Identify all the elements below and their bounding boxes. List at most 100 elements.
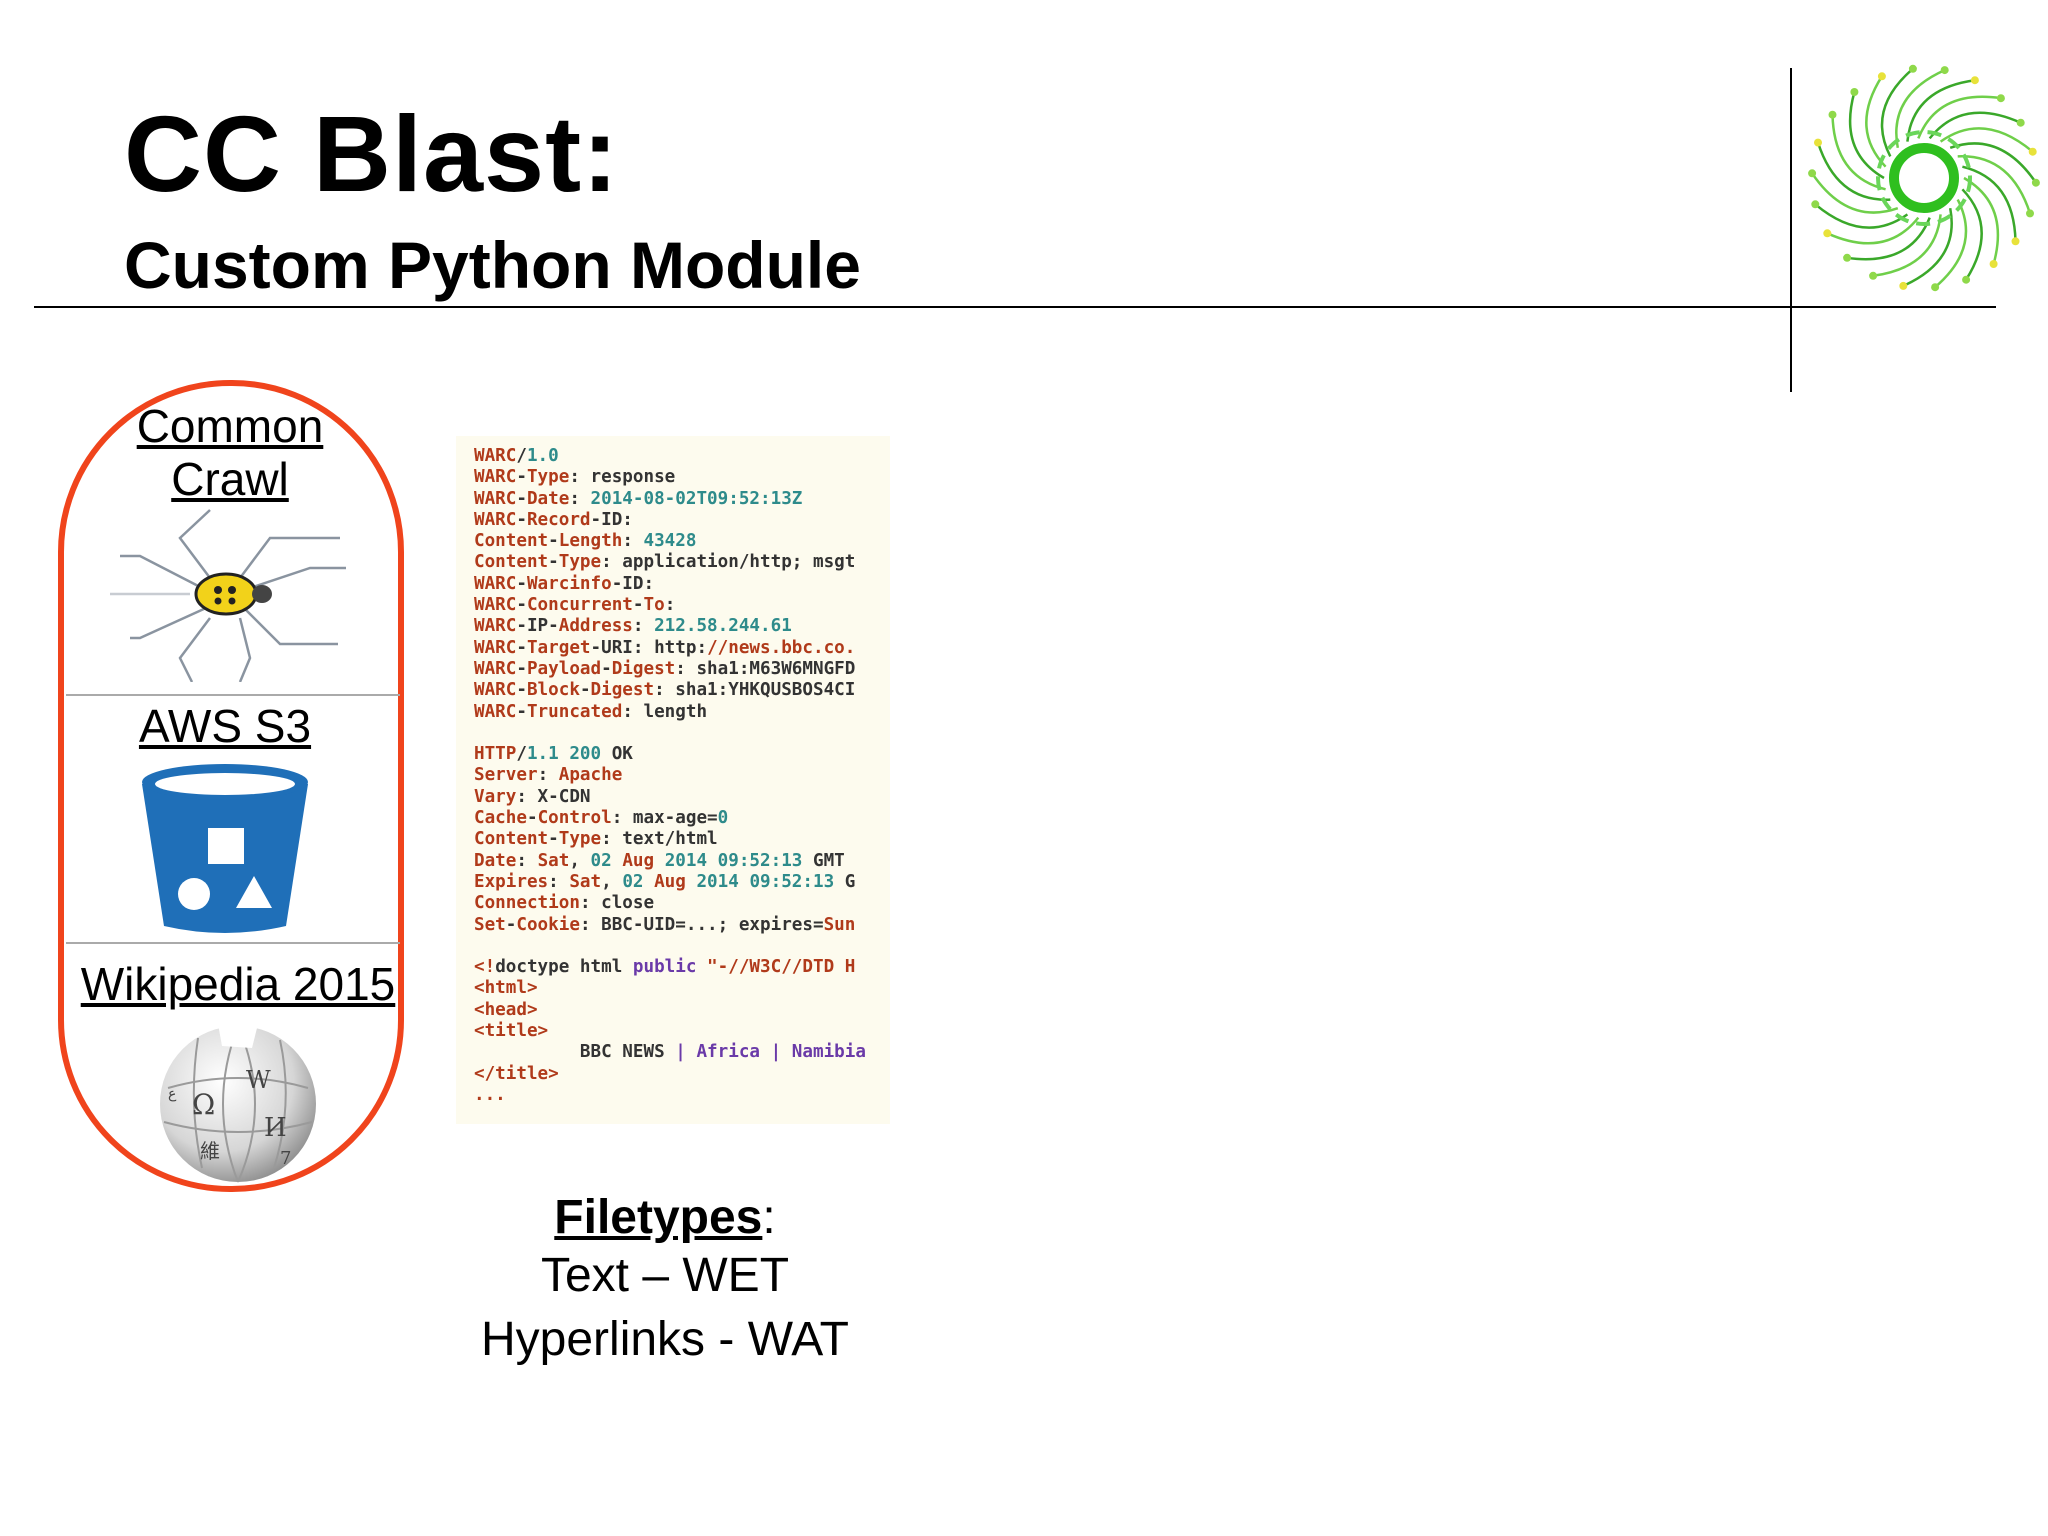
- code-token: GMT: [802, 850, 845, 871]
- code-token: Content: [474, 552, 549, 573]
- code-token: : BBC-UID=...; expires=: [579, 914, 824, 935]
- source-separator: [66, 942, 400, 944]
- code-token: :: [632, 616, 655, 637]
- code-token: Record: [526, 509, 591, 530]
- code-token: :: [569, 488, 591, 509]
- code-token: Server: [474, 765, 538, 786]
- code-line: Set-Cookie: BBC-UID=...; expires=Sun: [474, 915, 890, 936]
- code-token: |: [770, 1042, 782, 1063]
- code-token: -: [516, 467, 527, 488]
- code-token: WARC: [474, 446, 517, 466]
- code-token: Digest: [611, 658, 676, 679]
- code-token: Sun: [823, 914, 856, 935]
- code-token: Concurrent: [526, 595, 633, 616]
- code-token: Type: [558, 552, 602, 573]
- slide-title: CC Blast:: [124, 93, 620, 214]
- svg-text:7: 7: [280, 1148, 291, 1169]
- code-token: [686, 872, 697, 892]
- code-token: -: [548, 531, 559, 552]
- code-line: <!doctype html public "-//W3C//DTD H: [474, 957, 890, 978]
- code-token: To: [643, 595, 665, 616]
- code-token: "-//W3C//DTD H: [707, 957, 856, 978]
- code-token: Type: [558, 829, 602, 850]
- code-token: ,: [569, 850, 591, 871]
- source-label-aws-s3[interactable]: AWS S3: [138, 700, 312, 752]
- code-token: Cookie: [516, 914, 580, 935]
- code-line: WARC/1.0: [474, 446, 890, 467]
- code-token: WARC: [474, 467, 517, 488]
- code-token: <head>: [474, 999, 538, 1020]
- code-token: -: [516, 680, 527, 701]
- code-token: WARC: [474, 680, 517, 701]
- code-token: : text/html: [601, 829, 718, 850]
- code-token: -: [516, 509, 527, 530]
- code-token: : application/http; msgt: [601, 552, 856, 573]
- code-token: : sha1:M63W6MNGFD: [675, 658, 856, 679]
- code-token: WARC: [474, 658, 517, 679]
- code-token: Aug: [622, 850, 655, 871]
- code-token: -ID:: [611, 573, 655, 594]
- code-token: BBC NEWS: [474, 1042, 676, 1063]
- code-token: -: [516, 595, 527, 616]
- code-token: 02: [622, 871, 644, 892]
- code-token: 2014: [664, 850, 708, 871]
- code-token: -: [516, 637, 527, 658]
- code-line: WARC-Type: response: [474, 467, 890, 488]
- filetypes-heading-colon: :: [762, 1191, 776, 1244]
- code-token: WARC: [474, 595, 517, 616]
- source-separator: [66, 694, 400, 696]
- code-token: [781, 1042, 792, 1062]
- svg-text:維: 維: [200, 1139, 220, 1163]
- source-label-common-crawl[interactable]: Common Crawl: [136, 400, 324, 505]
- code-token: -: [579, 680, 591, 701]
- code-line: Content-Type: text/html: [474, 829, 890, 850]
- slide-subtitle: Custom Python Module: [124, 228, 861, 302]
- code-token: 02: [590, 850, 612, 871]
- code-token: : max-age=: [611, 808, 718, 829]
- code-token: [644, 872, 655, 892]
- svg-text:ع: ع: [168, 1086, 177, 1102]
- header-divider: [34, 306, 1996, 308]
- wikipedia-globe-icon: Ω W И 維 7 ع: [160, 1024, 316, 1183]
- svg-text:Ω: Ω: [192, 1088, 215, 1121]
- code-token: :: [664, 595, 676, 616]
- code-token: -: [526, 808, 538, 829]
- code-token: Aug: [654, 871, 686, 892]
- code-line: BBC NEWS | Africa | Namibia: [474, 1042, 890, 1063]
- code-token: Namibia: [791, 1042, 866, 1063]
- code-line: [474, 723, 890, 744]
- code-token: ...: [474, 1084, 506, 1105]
- code-line: </title>: [474, 1064, 890, 1085]
- code-token: <!: [474, 957, 496, 978]
- filetype-item: Text – WET: [540, 1249, 790, 1302]
- filetype-item: Hyperlinks - WAT: [480, 1313, 849, 1366]
- code-token: [612, 851, 623, 871]
- code-line: WARC-Target-URI: http://news.bbc.co.: [474, 638, 890, 659]
- code-token: :: [622, 531, 644, 552]
- code-token: : sha1:YHKQUSBOS4CI: [654, 680, 856, 701]
- code-token: Length: [558, 531, 623, 552]
- code-line: WARC-Date: 2014-08-02T09:52:13Z: [474, 489, 890, 510]
- code-token: HTTP: [474, 744, 517, 765]
- data-sources-capsule: [58, 380, 404, 1192]
- code-token: WARC: [474, 488, 517, 509]
- code-token: [654, 851, 665, 871]
- code-token: -: [505, 914, 517, 935]
- code-token: 212.58.244.61: [654, 616, 792, 637]
- filetypes-heading-label: Filetypes: [554, 1191, 763, 1244]
- code-token: 1.1: [526, 744, 559, 765]
- code-token: [739, 872, 750, 892]
- code-token: : length: [622, 701, 708, 722]
- code-token: -: [632, 595, 644, 616]
- code-token: Truncated: [526, 701, 623, 722]
- code-token: Cache: [474, 808, 527, 829]
- svg-text:И: И: [264, 1113, 287, 1143]
- code-token: Africa: [696, 1042, 761, 1063]
- code-token: :: [548, 871, 570, 892]
- code-token: [760, 1042, 771, 1062]
- code-line: WARC-Record-ID:: [474, 510, 890, 531]
- code-line: WARC-Concurrent-To:: [474, 595, 890, 616]
- source-label-wikipedia-2015[interactable]: Wikipedia 2015: [80, 958, 396, 1010]
- code-token: Vary: [474, 786, 517, 807]
- code-token: doctype html: [495, 957, 633, 978]
